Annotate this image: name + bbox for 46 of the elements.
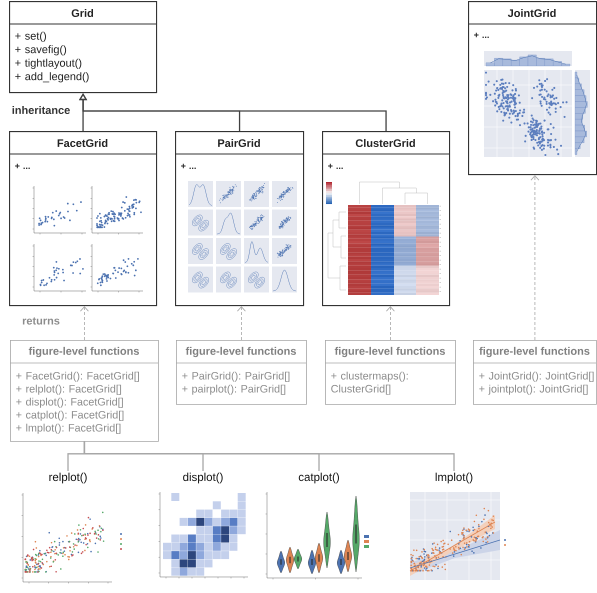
connector xyxy=(80,306,89,340)
function-text: + lmplot(): FacetGrid[] xyxy=(16,424,120,434)
plot-title: lmplot() xyxy=(436,472,472,484)
function-box xyxy=(472,340,597,405)
function-box xyxy=(324,340,456,405)
box-heading: figure-level functions xyxy=(479,346,590,358)
method-text: + ... xyxy=(474,32,489,38)
function-text: + pairplot(): PairGrid[] xyxy=(182,384,286,395)
class-name: Grid xyxy=(72,8,94,18)
edge-label: returns xyxy=(21,316,61,326)
method-text: + ... xyxy=(328,164,343,169)
method-text: + savefig() xyxy=(15,45,66,56)
function-text: + displot(): FacetGrid[] xyxy=(16,398,123,408)
plot-title: displot() xyxy=(183,472,223,484)
plot-title: catplot() xyxy=(298,472,339,484)
function-text: + FacetGrid(): FacetGrid[] xyxy=(16,372,139,382)
method-text: + tightlayout() xyxy=(15,58,82,69)
class-name: PairGrid xyxy=(218,138,260,148)
method-text: + ... xyxy=(181,164,196,169)
function-text: + jointplot(): JointGrid[] xyxy=(479,384,588,395)
function-text: + relplot(): FacetGrid[] xyxy=(16,384,122,395)
method-text: + set() xyxy=(15,32,46,42)
method-text: + ... xyxy=(15,164,30,169)
edge-label: inheritance xyxy=(10,104,72,116)
class-box xyxy=(9,1,158,94)
function-text: + PairGrid(): PairGrid[] xyxy=(182,372,290,382)
box-heading: figure-level functions xyxy=(186,346,296,358)
function-text: + catplot(): FacetGrid[] xyxy=(16,410,124,421)
class-name: JointGrid xyxy=(508,8,556,18)
connector xyxy=(386,306,395,340)
connector xyxy=(530,175,540,340)
plot-title: relplot() xyxy=(49,472,87,484)
class-box xyxy=(9,131,158,306)
function-text: + clustermaps(): ClusterGrid[] xyxy=(331,372,408,395)
class-box xyxy=(322,131,450,306)
class-name: FacetGrid xyxy=(58,138,108,148)
connector xyxy=(237,306,246,340)
connector xyxy=(84,442,455,471)
function-box xyxy=(10,340,159,442)
method-text: + add_legend() xyxy=(15,72,89,82)
function-text: + JointGrid(): JointGrid[] xyxy=(479,372,594,382)
class-box xyxy=(468,1,597,176)
box-heading: figure-level functions xyxy=(334,346,445,358)
box-heading: figure-level functions xyxy=(28,346,139,358)
class-name: ClusterGrid xyxy=(356,138,415,148)
function-box xyxy=(176,340,307,405)
